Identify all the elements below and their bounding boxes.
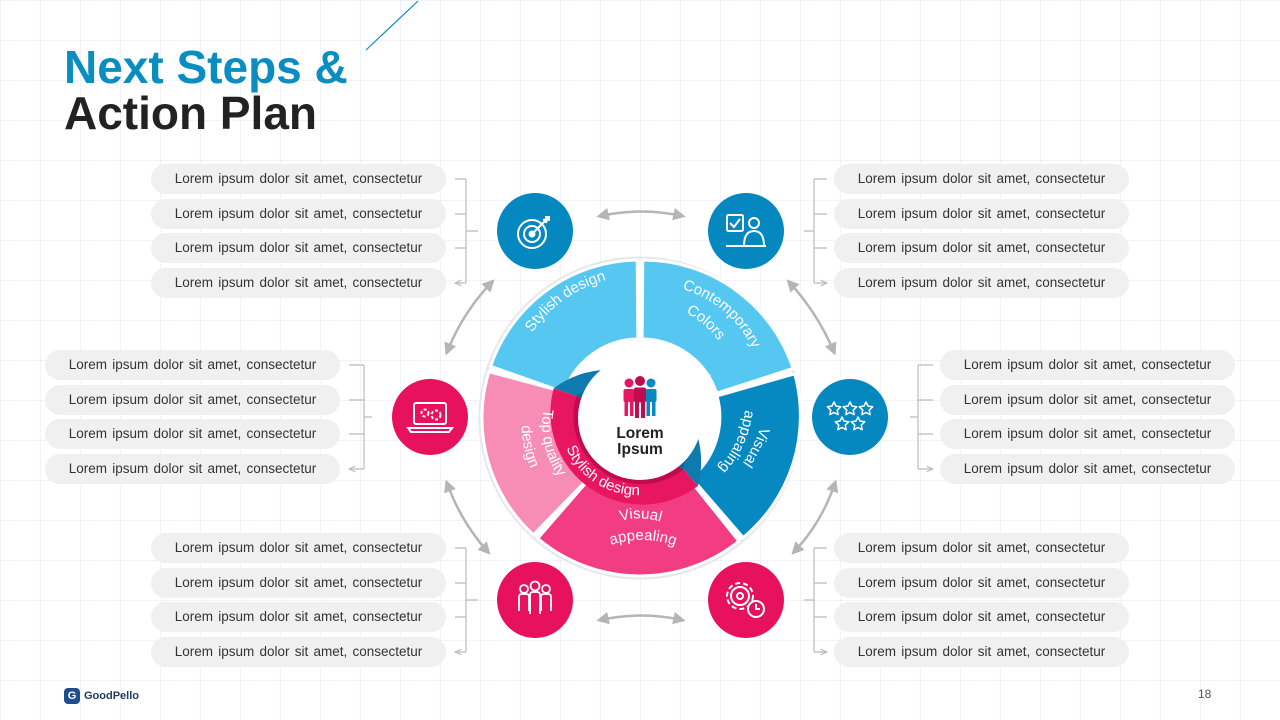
text-item: Lorem ipsum dolor sit amet, consectetur bbox=[834, 268, 1129, 298]
text-item: Lorem ipsum dolor sit amet, consectetur bbox=[940, 419, 1235, 449]
text-item: Lorem ipsum dolor sit amet, consectetur bbox=[940, 385, 1235, 415]
center-hub bbox=[578, 356, 702, 480]
text-item: Lorem ipsum dolor sit amet, consectetur bbox=[151, 233, 446, 263]
segment-label-visual-bottom-line-2: appealing bbox=[607, 527, 679, 550]
text-item: Lorem ipsum dolor sit amet, consectetur bbox=[45, 385, 340, 415]
logo-text: GoodPello bbox=[84, 690, 139, 702]
slide-title: Next Steps & Action Plan bbox=[64, 44, 348, 136]
center-label-line-1: Lorem bbox=[616, 425, 663, 442]
text-item: Lorem ipsum dolor sit amet, consectetur bbox=[151, 268, 446, 298]
outer-ring bbox=[480, 258, 802, 578]
text-item: Lorem ipsum dolor sit amet, consectetur bbox=[940, 350, 1235, 380]
text-item: Lorem ipsum dolor sit amet, consectetur bbox=[151, 164, 446, 194]
text-item: Lorem ipsum dolor sit amet, consectetur bbox=[834, 637, 1129, 667]
text-item: Lorem ipsum dolor sit amet, consectetur bbox=[151, 637, 446, 667]
text-item: Lorem ipsum dolor sit amet, consectetur bbox=[45, 350, 340, 380]
laptop-gears-icon bbox=[392, 379, 468, 455]
text-item: Lorem ipsum dolor sit amet, consectetur bbox=[151, 602, 446, 632]
text-item: Lorem ipsum dolor sit amet, consectetur bbox=[834, 199, 1129, 229]
segment-contemporary-colors bbox=[640, 258, 795, 396]
stars-icon bbox=[812, 379, 888, 455]
connector-bottom-right bbox=[804, 547, 827, 652]
arrow-lower-left bbox=[444, 479, 491, 555]
gear-clock-icon bbox=[708, 562, 784, 638]
connector-top-right bbox=[804, 178, 827, 283]
text-item: Lorem ipsum dolor sit amet, consectetur bbox=[151, 199, 446, 229]
text-item: Lorem ipsum dolor sit amet, consectetur bbox=[834, 568, 1129, 598]
flow-arrows bbox=[444, 208, 839, 625]
arrow-top bbox=[596, 208, 686, 221]
checklist-person-icon bbox=[708, 193, 784, 269]
connector-middle-right bbox=[910, 364, 933, 469]
connectors bbox=[349, 178, 933, 652]
decor-line bbox=[365, 0, 419, 51]
page-number: 18 bbox=[1198, 687, 1212, 701]
team-icon bbox=[497, 562, 573, 638]
target-icon bbox=[497, 193, 573, 269]
center-label-line-2: Ipsum bbox=[617, 441, 663, 458]
text-item: Lorem ipsum dolor sit amet, consectetur bbox=[834, 602, 1129, 632]
text-item: Lorem ipsum dolor sit amet, consectetur bbox=[151, 568, 446, 598]
segment-visual-appealing-right bbox=[689, 371, 802, 540]
connector-bottom-left bbox=[455, 547, 478, 652]
arrow-upper-right bbox=[786, 279, 837, 356]
people-icon bbox=[623, 376, 657, 418]
text-item: Lorem ipsum dolor sit amet, consectetur bbox=[45, 419, 340, 449]
logo-mark-icon: G bbox=[64, 688, 80, 704]
text-item: Lorem ipsum dolor sit amet, consectetur bbox=[834, 533, 1129, 563]
arrow-upper-left bbox=[444, 279, 495, 356]
text-item: Lorem ipsum dolor sit amet, consectetur bbox=[151, 533, 446, 563]
title-line-2: Action Plan bbox=[64, 87, 318, 139]
text-item: Lorem ipsum dolor sit amet, consectetur bbox=[834, 164, 1129, 194]
title-line-1: Next Steps & bbox=[64, 41, 348, 93]
segment-stylish-design bbox=[488, 258, 640, 395]
brand-logo: G GoodPello bbox=[64, 688, 139, 704]
connector-top-left bbox=[455, 178, 478, 283]
connector-middle-left bbox=[349, 364, 372, 469]
text-item: Lorem ipsum dolor sit amet, consectetur bbox=[834, 233, 1129, 263]
arrow-bottom bbox=[596, 612, 686, 625]
text-item: Lorem ipsum dolor sit amet, consectetur bbox=[940, 454, 1235, 484]
arrow-lower-right bbox=[791, 479, 839, 555]
text-item: Lorem ipsum dolor sit amet, consectetur bbox=[45, 454, 340, 484]
